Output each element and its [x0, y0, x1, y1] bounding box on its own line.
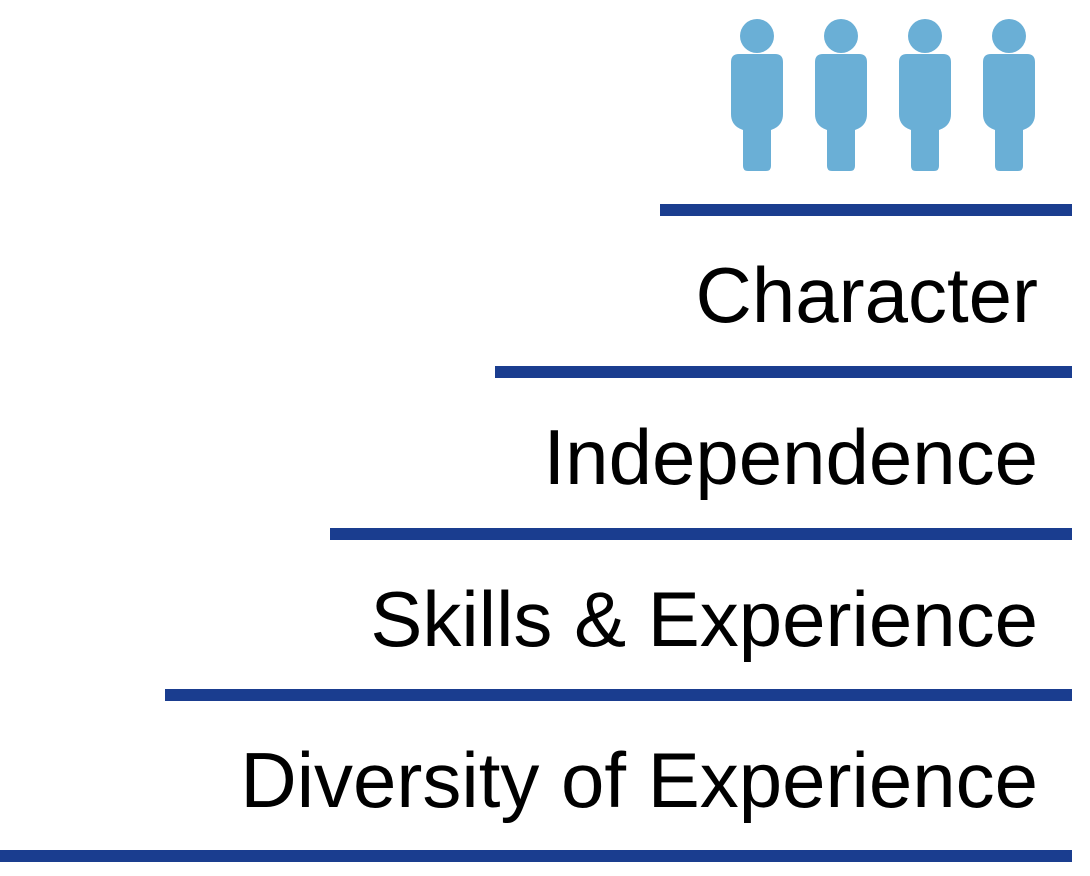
tier-label-character: Character: [695, 251, 1038, 339]
tier-label-independence: Independence: [543, 413, 1038, 501]
tier-label-diversity-of-experience: Diversity of Experience: [240, 736, 1038, 824]
person-icon: [983, 19, 1035, 171]
step-bar-independence: [330, 528, 1072, 540]
person-icon: [731, 19, 783, 171]
step-bar-top: [660, 204, 1072, 216]
tier-label-skills-experience: Skills & Experience: [370, 575, 1038, 663]
step-bar-skills-experience: [165, 689, 1072, 701]
step-bar-base: [0, 850, 1072, 862]
step-bar-character: [495, 366, 1072, 378]
person-icon: [899, 19, 951, 171]
person-icon: [815, 19, 867, 171]
people-icon-group: [731, 19, 1035, 171]
